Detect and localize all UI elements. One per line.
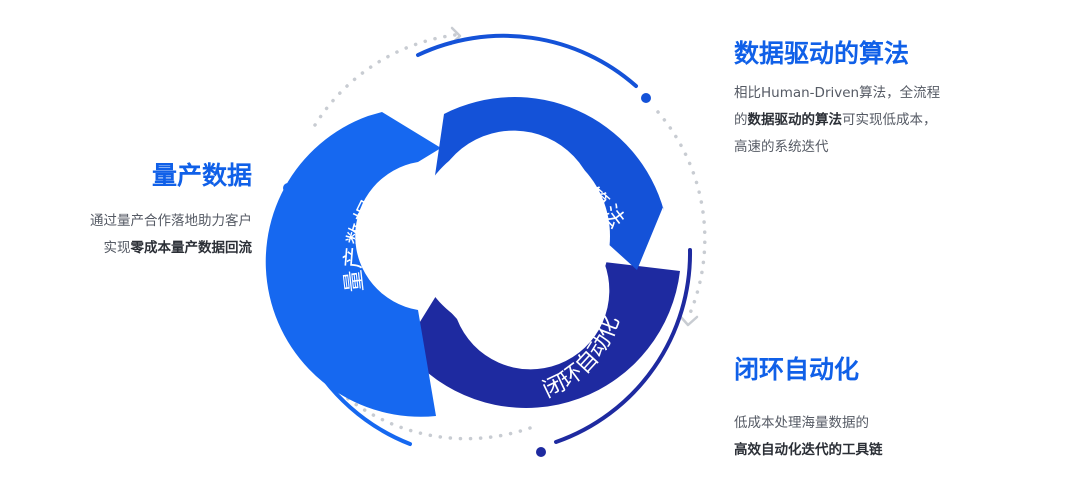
dotted-arc-top xyxy=(313,33,457,127)
outer-arc-top xyxy=(416,33,638,88)
outer-arc-top-dot xyxy=(641,93,651,103)
outer-arc-bottom-dot xyxy=(536,447,546,457)
segment-closed-loop xyxy=(405,262,680,408)
ring-center xyxy=(414,138,610,334)
data-algorithm-block: 数据驱动的算法 相比Human-Driven算法，全流程 的数据驱动的算法可实现… xyxy=(734,38,1054,161)
closed-loop-line-2: 高效自动化迭代的工具链 xyxy=(734,442,883,458)
data-algorithm-description: 相比Human-Driven算法，全流程 的数据驱动的算法可实现低成本， 高速的… xyxy=(734,80,1054,161)
mass-data-block: 量产数据 通过量产合作落地助力客户 实现零成本量产数据回流 xyxy=(40,160,252,262)
closed-loop-line-1: 低成本处理海量数据的 xyxy=(734,415,869,431)
mass-data-title: 量产数据 xyxy=(151,161,252,190)
mass-data-line-1: 通过量产合作落地助力客户 xyxy=(90,213,252,229)
closed-loop-description: 低成本处理海量数据的 高效自动化迭代的工具链 xyxy=(734,410,1054,464)
dotted-arc-right xyxy=(656,110,707,320)
data-algorithm-line-3: 高速的系统迭代 xyxy=(734,139,829,155)
mass-data-description: 通过量产合作落地助力客户 实现零成本量产数据回流 xyxy=(40,208,252,262)
data-algorithm-line-2: 的数据驱动的算法可实现低成本， xyxy=(734,112,937,128)
dotted-arrowhead-right xyxy=(678,314,699,327)
mass-data-line-2: 实现零成本量产数据回流 xyxy=(103,240,253,256)
data-algorithm-line-1: 相比Human-Driven算法，全流程 xyxy=(734,85,941,101)
data-algorithm-title: 数据驱动的算法 xyxy=(734,39,910,68)
closed-loop-block: 闭环自动化 低成本处理海量数据的 高效自动化迭代的工具链 xyxy=(734,354,1054,464)
segment-mass-data xyxy=(265,112,441,417)
closed-loop-title: 闭环自动化 xyxy=(734,355,860,384)
outer-arc-bottom xyxy=(554,248,693,444)
